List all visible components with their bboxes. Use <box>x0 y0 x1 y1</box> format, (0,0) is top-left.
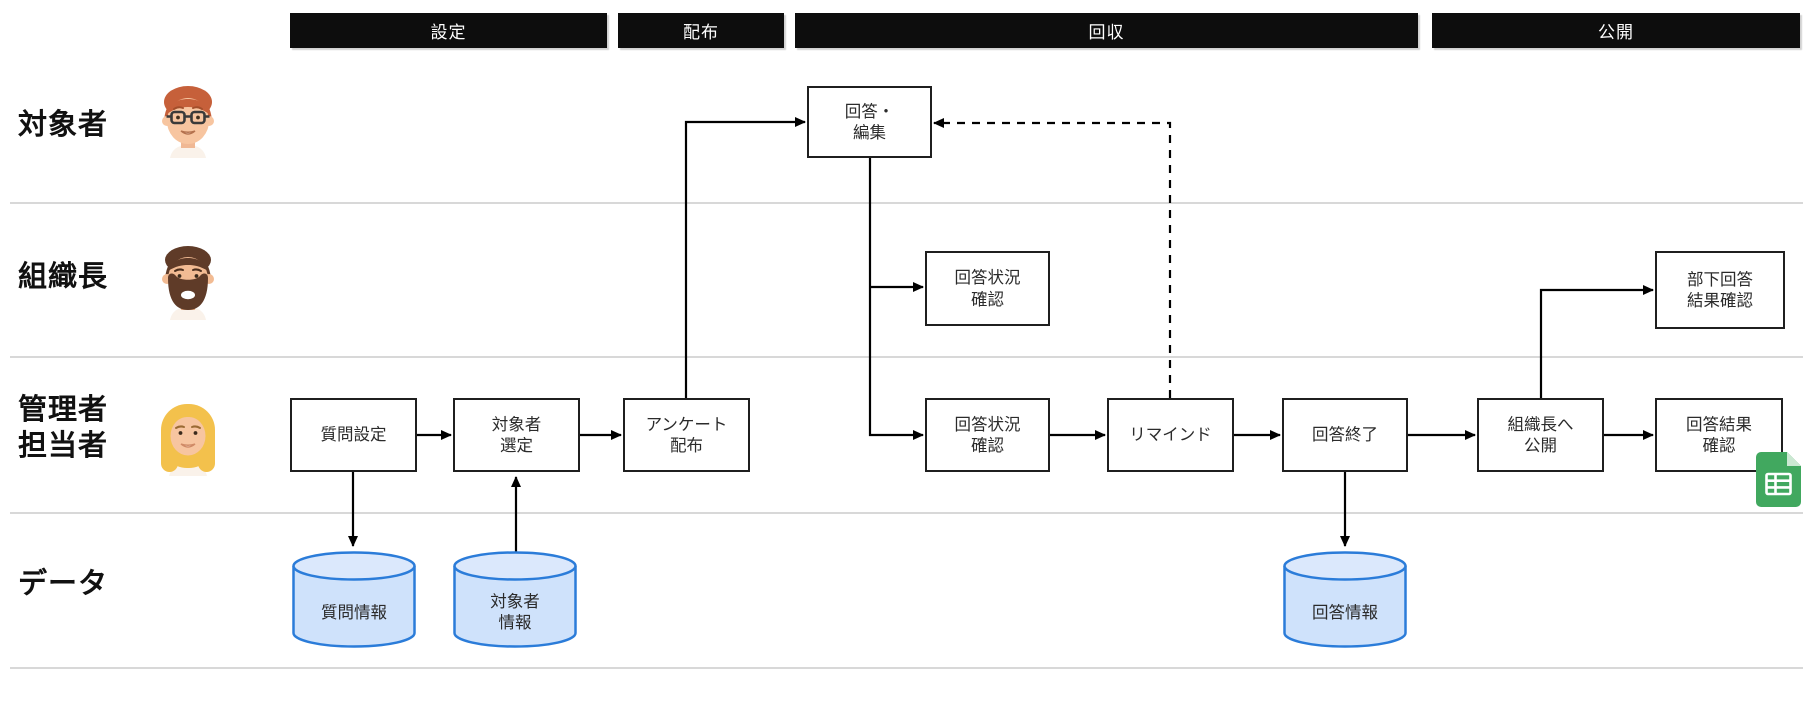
datastore-label: 回答情報 <box>1312 602 1378 622</box>
arrow-survey-distribution-to-answer-edit <box>684 117 806 398</box>
arrow-remind-to-answer-edit-dashed <box>933 118 1172 398</box>
lane-divider <box>10 356 1803 358</box>
cylinder-icon <box>292 551 416 648</box>
node-admin-status-check: 回答状況 確認 <box>925 398 1050 472</box>
node-remind: リマインド <box>1107 398 1234 472</box>
datastore-label: 質問情報 <box>321 602 387 622</box>
node-publish-to-org-head: 組織長へ 公開 <box>1477 398 1604 472</box>
lane-divider <box>10 512 1803 514</box>
lane-divider <box>10 667 1803 669</box>
lane-divider <box>10 202 1803 204</box>
cylinder-icon <box>453 551 577 648</box>
admin-staff-avatar-icon <box>161 404 215 476</box>
datastore-answer-info: 回答情報 <box>1283 551 1407 648</box>
datastore-label: 対象者 情報 <box>490 592 540 632</box>
arrow-publish-to-subordinate-check <box>1539 285 1654 398</box>
datastore-question-info: 質問情報 <box>292 551 416 648</box>
node-question-setting: 質問設定 <box>290 398 417 472</box>
org-head-avatar-icon <box>162 246 214 320</box>
phase-bar-collection: 回収 <box>795 13 1418 48</box>
phase-label: 公開 <box>1598 23 1634 43</box>
lane-label-target: 対象者 <box>18 107 109 141</box>
node-subordinate-result-check: 部下回答 結果確認 <box>1655 251 1785 329</box>
phase-label: 設定 <box>430 23 467 43</box>
target-person-avatar-icon <box>162 86 214 158</box>
phase-label: 回収 <box>1088 23 1125 43</box>
node-target-selection: 対象者 選定 <box>453 398 580 472</box>
lane-label-org-head: 組織長 <box>18 259 109 293</box>
phase-bar-distribution: 配布 <box>618 13 784 48</box>
phase-bar-setup: 設定 <box>290 13 607 48</box>
cylinder-icon <box>1283 551 1407 648</box>
phase-label: 配布 <box>683 23 719 43</box>
lane-label-data: データ <box>18 566 109 600</box>
phase-bar-publication: 公開 <box>1432 13 1800 48</box>
arrow-answer-edit-to-admin-status-check <box>868 158 924 440</box>
datastore-target-info: 対象者 情報 <box>453 551 577 648</box>
node-answer-edit: 回答・ 編集 <box>807 86 932 158</box>
lane-label-admin-staff: 管理者 担当者 <box>18 392 109 463</box>
node-answer-close: 回答終了 <box>1282 398 1408 472</box>
spreadsheet-icon <box>1756 452 1801 507</box>
node-survey-distribution: アンケート 配布 <box>623 398 750 472</box>
node-org-status-check: 回答状況 確認 <box>925 251 1050 326</box>
